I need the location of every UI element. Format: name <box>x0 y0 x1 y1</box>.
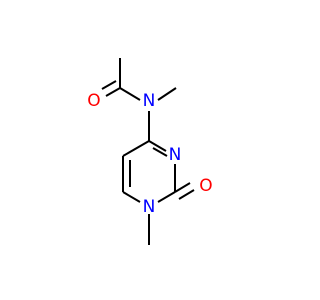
bond-c5-c4 <box>122 140 150 157</box>
bond-carbonyl-oxygen-second <box>101 80 117 90</box>
bond-c2-oxygen <box>174 182 191 193</box>
bond-n-amide-methyl <box>157 87 177 101</box>
atom-nitrogen-ring-3: N <box>169 145 182 165</box>
atom-labels: O N N O N <box>87 91 212 217</box>
bond-c2-n1 <box>157 191 176 203</box>
bond-c4-n3-second <box>152 147 168 157</box>
atom-oxygen-acetyl: O <box>87 91 100 111</box>
bond-c2-oxygen-second <box>178 189 195 200</box>
atom-nitrogen-amide: N <box>143 91 156 111</box>
bond-carbonyl-oxygen <box>105 87 121 97</box>
atom-nitrogen-ring-1: N <box>143 197 156 217</box>
bond-carbonyl-n-amide <box>119 87 141 101</box>
bonds <box>101 58 195 245</box>
bond-n1-c6 <box>122 191 141 203</box>
molecule-structure: O N N O N <box>87 58 213 245</box>
bond-c4-n3 <box>148 140 167 152</box>
atom-oxygen-carbonyl: O <box>199 176 212 196</box>
